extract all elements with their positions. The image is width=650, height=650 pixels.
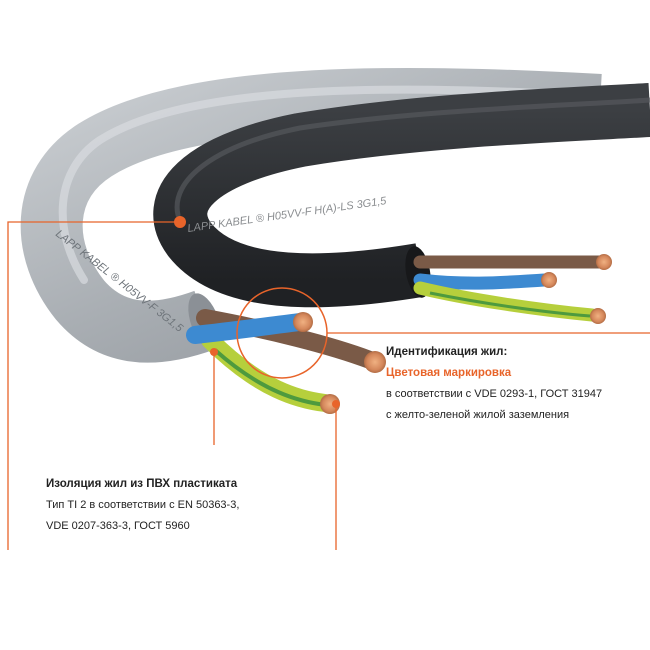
black-cable-cores — [413, 254, 612, 324]
callout-title: Идентификация жил: — [386, 346, 508, 358]
callout-line: Тип TI 2 в соответствии с EN 50363-3, — [46, 499, 240, 511]
copper-conductor — [293, 312, 313, 332]
callout-line: VDE 0207-363-3, ГОСТ 5960 — [46, 520, 190, 532]
callout-line: в соответствии с VDE 0293-1, ГОСТ 31947 — [386, 388, 603, 400]
copper-conductor — [590, 308, 606, 324]
grey-cable-cores — [186, 309, 386, 414]
copper-conductor — [596, 254, 612, 270]
insulation-callout: Изоляция жил из ПВХ пластиката Тип TI 2 … — [46, 474, 306, 537]
callout-accent: Цветовая маркировка — [386, 367, 512, 379]
callout-title: Изоляция жил из ПВХ пластиката — [46, 478, 238, 490]
callout-leaders — [7, 216, 650, 550]
black-cable: LAPP KABEL ® H05VV-F H(A)-LS 3G1,5 — [153, 83, 650, 308]
copper-conductor — [541, 272, 557, 288]
black-cable-print: LAPP KABEL ® H05VV-F H(A)-LS 3G1,5 — [187, 195, 388, 235]
core-identification-callout: Идентификация жил: Цветовая маркировка в… — [386, 342, 646, 426]
copper-conductor — [320, 394, 340, 414]
callout-line: с желто-зеленой жилой заземления — [386, 409, 570, 421]
copper-conductor — [364, 351, 386, 373]
